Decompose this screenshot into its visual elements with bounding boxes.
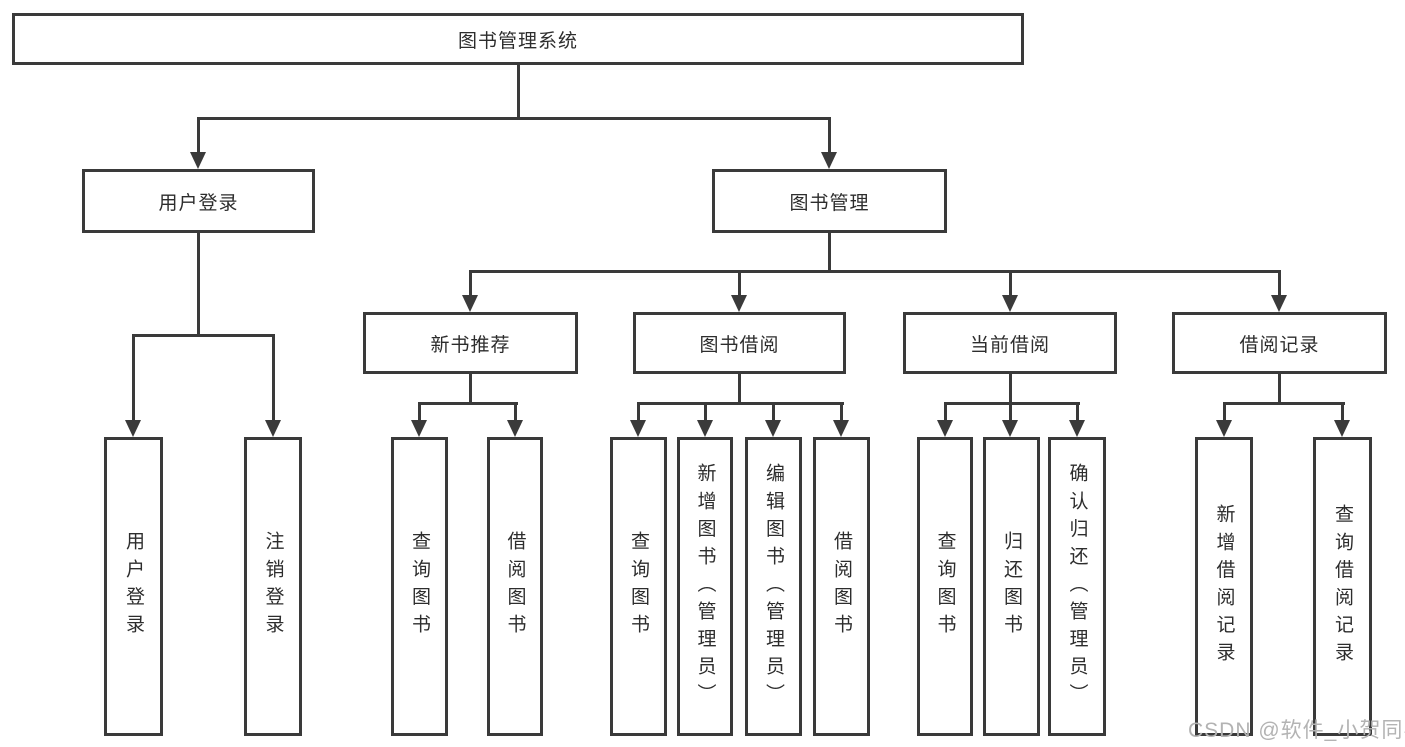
- connector-line: [738, 270, 741, 297]
- arrowhead-icon: [1271, 295, 1287, 312]
- arrowhead-icon: [731, 295, 747, 312]
- connector-line: [1009, 402, 1012, 422]
- arrowhead-icon: [1002, 420, 1018, 437]
- leaf-query-books-recommend: 查询图书: [391, 437, 448, 736]
- leaf-borrow-books-recommend: 借阅图书: [487, 437, 543, 736]
- connector-line: [272, 334, 275, 422]
- connector-line: [132, 334, 275, 337]
- node-library-system: 图书管理系统: [12, 13, 1024, 65]
- connector-line: [637, 402, 640, 422]
- arrowhead-icon: [507, 420, 523, 437]
- arrowhead-icon: [833, 420, 849, 437]
- connector-line: [1009, 374, 1012, 405]
- arrowhead-icon: [630, 420, 646, 437]
- connector-line: [132, 334, 135, 422]
- node-new-book-recommend: 新书推荐: [363, 312, 578, 374]
- connector-line: [418, 402, 421, 422]
- node-current-borrowing: 当前借阅: [903, 312, 1117, 374]
- connector-line: [418, 402, 518, 405]
- connector-line: [1223, 402, 1345, 405]
- leaf-add-book-admin: 新增图书（管理员）: [677, 437, 733, 736]
- node-borrow-records: 借阅记录: [1172, 312, 1387, 374]
- connector-line: [469, 270, 472, 297]
- arrowhead-icon: [697, 420, 713, 437]
- node-user-login: 用户登录: [82, 169, 315, 233]
- connector-line: [944, 402, 947, 422]
- arrowhead-icon: [1216, 420, 1232, 437]
- connector-line: [1009, 270, 1012, 297]
- connector-line: [637, 402, 844, 405]
- connector-line: [772, 402, 775, 422]
- leaf-query-books-borrowing: 查询图书: [610, 437, 667, 736]
- connector-line: [738, 374, 741, 405]
- leaf-logout: 注销登录: [244, 437, 302, 736]
- connector-line: [828, 233, 831, 273]
- connector-line: [1278, 270, 1281, 297]
- csdn-watermark: CSDN @软件_小贺同学: [1188, 719, 1405, 742]
- connector-line: [704, 402, 707, 422]
- connector-line: [944, 402, 1080, 405]
- connector-line: [840, 402, 843, 422]
- connector-line: [517, 65, 520, 119]
- connector-line: [514, 402, 517, 422]
- leaf-add-borrow-record: 新增借阅记录: [1195, 437, 1253, 736]
- arrowhead-icon: [411, 420, 427, 437]
- leaf-return-book: 归还图书: [983, 437, 1040, 736]
- arrowhead-icon: [462, 295, 478, 312]
- leaf-edit-book-admin: 编辑图书（管理员）: [745, 437, 802, 736]
- arrowhead-icon: [1334, 420, 1350, 437]
- leaf-query-books-current: 查询图书: [917, 437, 973, 736]
- connector-line: [469, 270, 1281, 273]
- connector-line: [197, 117, 831, 120]
- arrowhead-icon: [1069, 420, 1085, 437]
- leaf-confirm-return-admin: 确认归还（管理员）: [1048, 437, 1106, 736]
- node-book-borrowing: 图书借阅: [633, 312, 846, 374]
- leaf-user-login: 用户登录: [104, 437, 163, 736]
- connector-line: [197, 117, 200, 154]
- arrowhead-icon: [190, 152, 206, 169]
- arrowhead-icon: [765, 420, 781, 437]
- arrowhead-icon: [265, 420, 281, 437]
- arrowhead-icon: [1002, 295, 1018, 312]
- connector-line: [197, 233, 200, 337]
- connector-line: [828, 117, 831, 154]
- connector-line: [469, 374, 472, 405]
- connector-line: [1341, 402, 1344, 422]
- connector-line: [1278, 374, 1281, 405]
- arrowhead-icon: [821, 152, 837, 169]
- leaf-query-borrow-record: 查询借阅记录: [1313, 437, 1372, 736]
- connector-line: [1223, 402, 1226, 422]
- leaf-borrow-books: 借阅图书: [813, 437, 870, 736]
- arrowhead-icon: [937, 420, 953, 437]
- node-book-management: 图书管理: [712, 169, 947, 233]
- connector-line: [1076, 402, 1079, 422]
- arrowhead-icon: [125, 420, 141, 437]
